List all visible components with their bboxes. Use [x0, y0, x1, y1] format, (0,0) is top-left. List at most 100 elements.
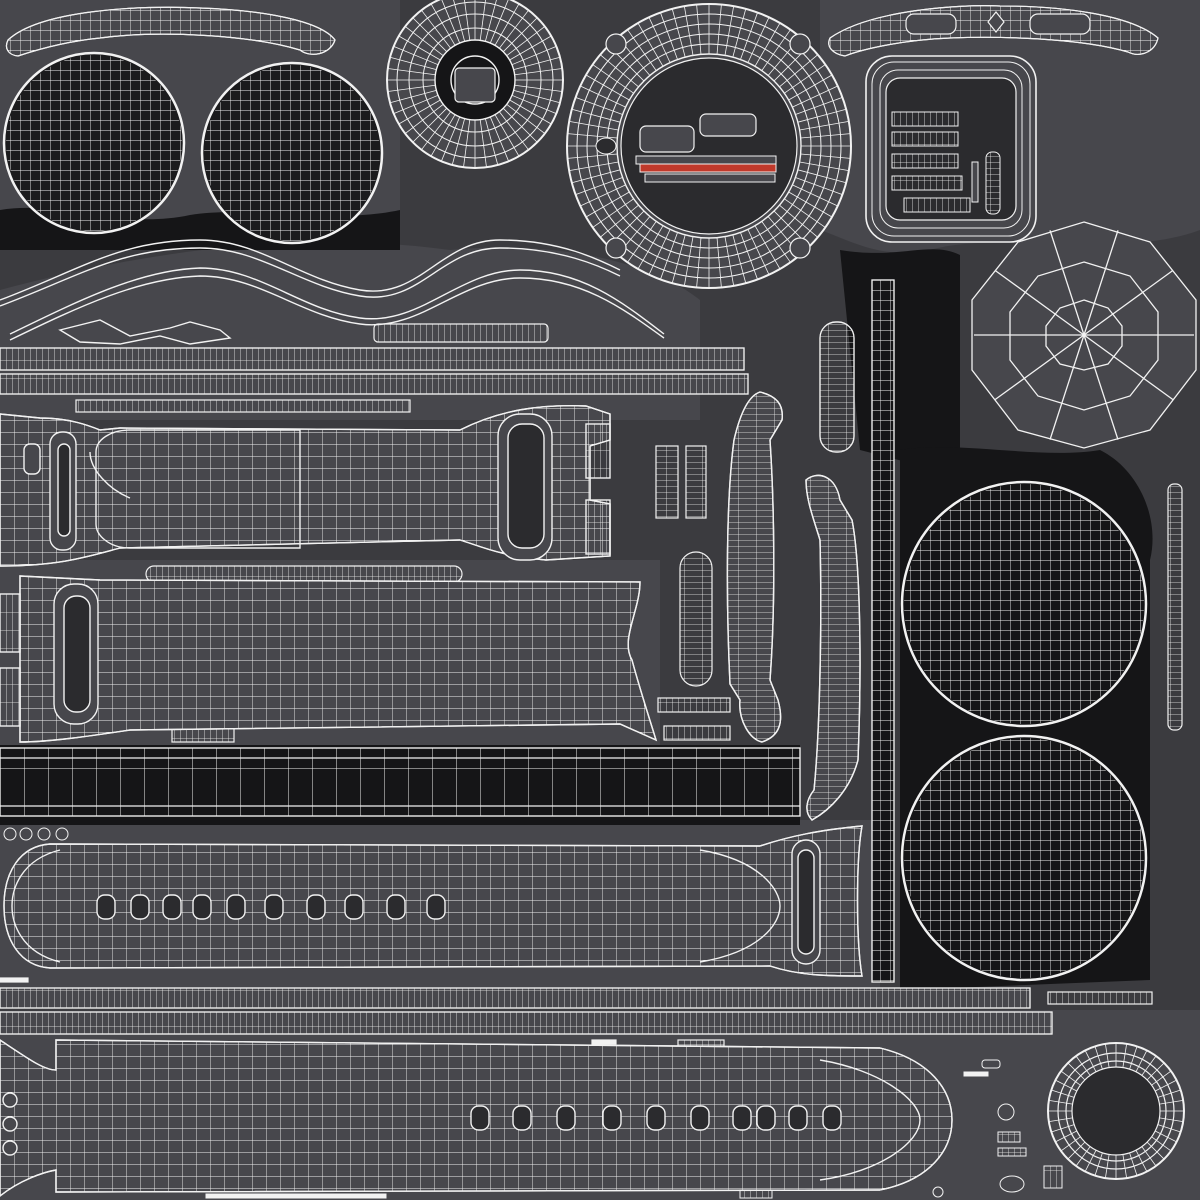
strap-hole [130, 894, 150, 920]
uv-island-top-strap-right [828, 5, 1159, 57]
rosette-spoke [511, 94, 557, 115]
rosette-spoke [513, 56, 561, 71]
ring-spoke [1155, 1079, 1177, 1092]
dial-spoke [575, 177, 623, 195]
ring-spoke [1155, 1130, 1177, 1143]
uv-island-buckle-frame [865, 55, 1037, 243]
strap-hole [426, 894, 446, 920]
dial-spoke [800, 133, 851, 139]
uv-island-dome [971, 221, 1197, 449]
dial-spoke [788, 191, 833, 218]
dial-spoke [627, 221, 657, 263]
uv-island-sphere-1 [2, 51, 186, 235]
dial-spoke [592, 64, 634, 94]
rosette-spoke [404, 104, 444, 134]
rosette-spoke [479, 0, 486, 41]
ring-spoke [1055, 1130, 1077, 1143]
dial-spoke [795, 177, 843, 195]
ring-spoke [1048, 1117, 1073, 1123]
dial-spoke [716, 237, 722, 288]
ring-spoke [1060, 1136, 1081, 1152]
rosette-spoke [387, 84, 436, 92]
rosette-spoke [430, 114, 456, 157]
dial-spoke [671, 234, 686, 284]
ring-spoke [1157, 1089, 1181, 1098]
rosette-spoke [393, 94, 439, 115]
ring-spoke [1048, 1099, 1073, 1105]
dial-spoke [683, 236, 694, 286]
uv-island-strap-piece-upper [0, 404, 611, 567]
dial-spoke [747, 17, 770, 63]
rosette-spoke [430, 3, 456, 46]
dial-spoke [585, 74, 630, 101]
rosette-spoke [464, 0, 471, 41]
strap-hole [470, 1105, 490, 1131]
strap-hole [264, 894, 284, 920]
dial-spoke [740, 232, 758, 280]
dial-spoke [567, 153, 618, 159]
dial-spoke [683, 6, 694, 56]
dial-spoke [660, 232, 678, 280]
dial-spoke [648, 17, 671, 63]
uv-island-sphere-4 [900, 734, 1148, 982]
strap-hole [602, 1105, 622, 1131]
rosette-spoke [513, 89, 561, 104]
rosette-spoke [389, 56, 437, 71]
ring-spoke [1060, 1070, 1081, 1086]
dial-spoke [784, 64, 826, 94]
dial-spoke [696, 237, 702, 288]
rosette-spoke [499, 111, 529, 151]
dial-spoke [637, 22, 664, 67]
dial-spoke [660, 12, 678, 60]
ring-spoke [1129, 1152, 1138, 1176]
rosette-spoke [404, 26, 444, 56]
ring-spoke [1104, 1043, 1110, 1068]
strap-hole [306, 894, 326, 920]
dial-spoke [799, 120, 849, 131]
dial-spoke [799, 161, 849, 172]
rosette-spoke [484, 0, 497, 42]
rosette-spoke [489, 116, 510, 162]
uv-island-small-bits [205, 1059, 1063, 1199]
ring-spoke [1129, 1046, 1138, 1070]
rosette-spoke [499, 9, 529, 49]
strap-hole [788, 1105, 808, 1131]
ring-spoke [1104, 1154, 1110, 1179]
dial-spoke [740, 12, 758, 60]
ring-spoke [1157, 1124, 1181, 1133]
dial-spoke [585, 191, 630, 218]
rosette-spoke [514, 84, 563, 92]
strap-hole [344, 894, 364, 920]
rosette-spoke [389, 89, 437, 104]
dome-ray [1083, 230, 1119, 336]
dial-spoke [567, 133, 618, 139]
rosette-spoke [387, 68, 436, 76]
ring-spoke [1146, 1062, 1165, 1081]
uv-island-strap-piece-lower [0, 575, 658, 743]
dial-spoke [627, 29, 657, 71]
rosette-spoke [509, 99, 552, 125]
ring-spoke [1067, 1141, 1086, 1160]
dial-spoke [716, 4, 722, 55]
dial-spoke [575, 97, 623, 115]
ring-spoke [1159, 1117, 1184, 1123]
strap-hole [556, 1105, 576, 1131]
strap-hole [646, 1105, 666, 1131]
dial-spoke [779, 204, 819, 238]
rosette-spoke [393, 45, 439, 66]
dome-ray [1083, 269, 1174, 336]
ring-spoke [1094, 1152, 1103, 1176]
uv-island-thin-strips-lower [0, 977, 1153, 1047]
rosette-spoke [503, 17, 538, 52]
rosette-spoke [453, 0, 466, 42]
dial-spoke [571, 169, 621, 184]
rosette-spoke [451, 118, 466, 166]
uv-island-sphere-3 [900, 480, 1148, 728]
rosette-spoke [421, 9, 451, 49]
strap-hole [822, 1105, 842, 1131]
uv-island-rivets [3, 827, 69, 841]
dome-ray [1083, 334, 1174, 401]
uv-island-tall-ladder [871, 279, 1183, 983]
ring-spoke [1084, 1050, 1097, 1072]
